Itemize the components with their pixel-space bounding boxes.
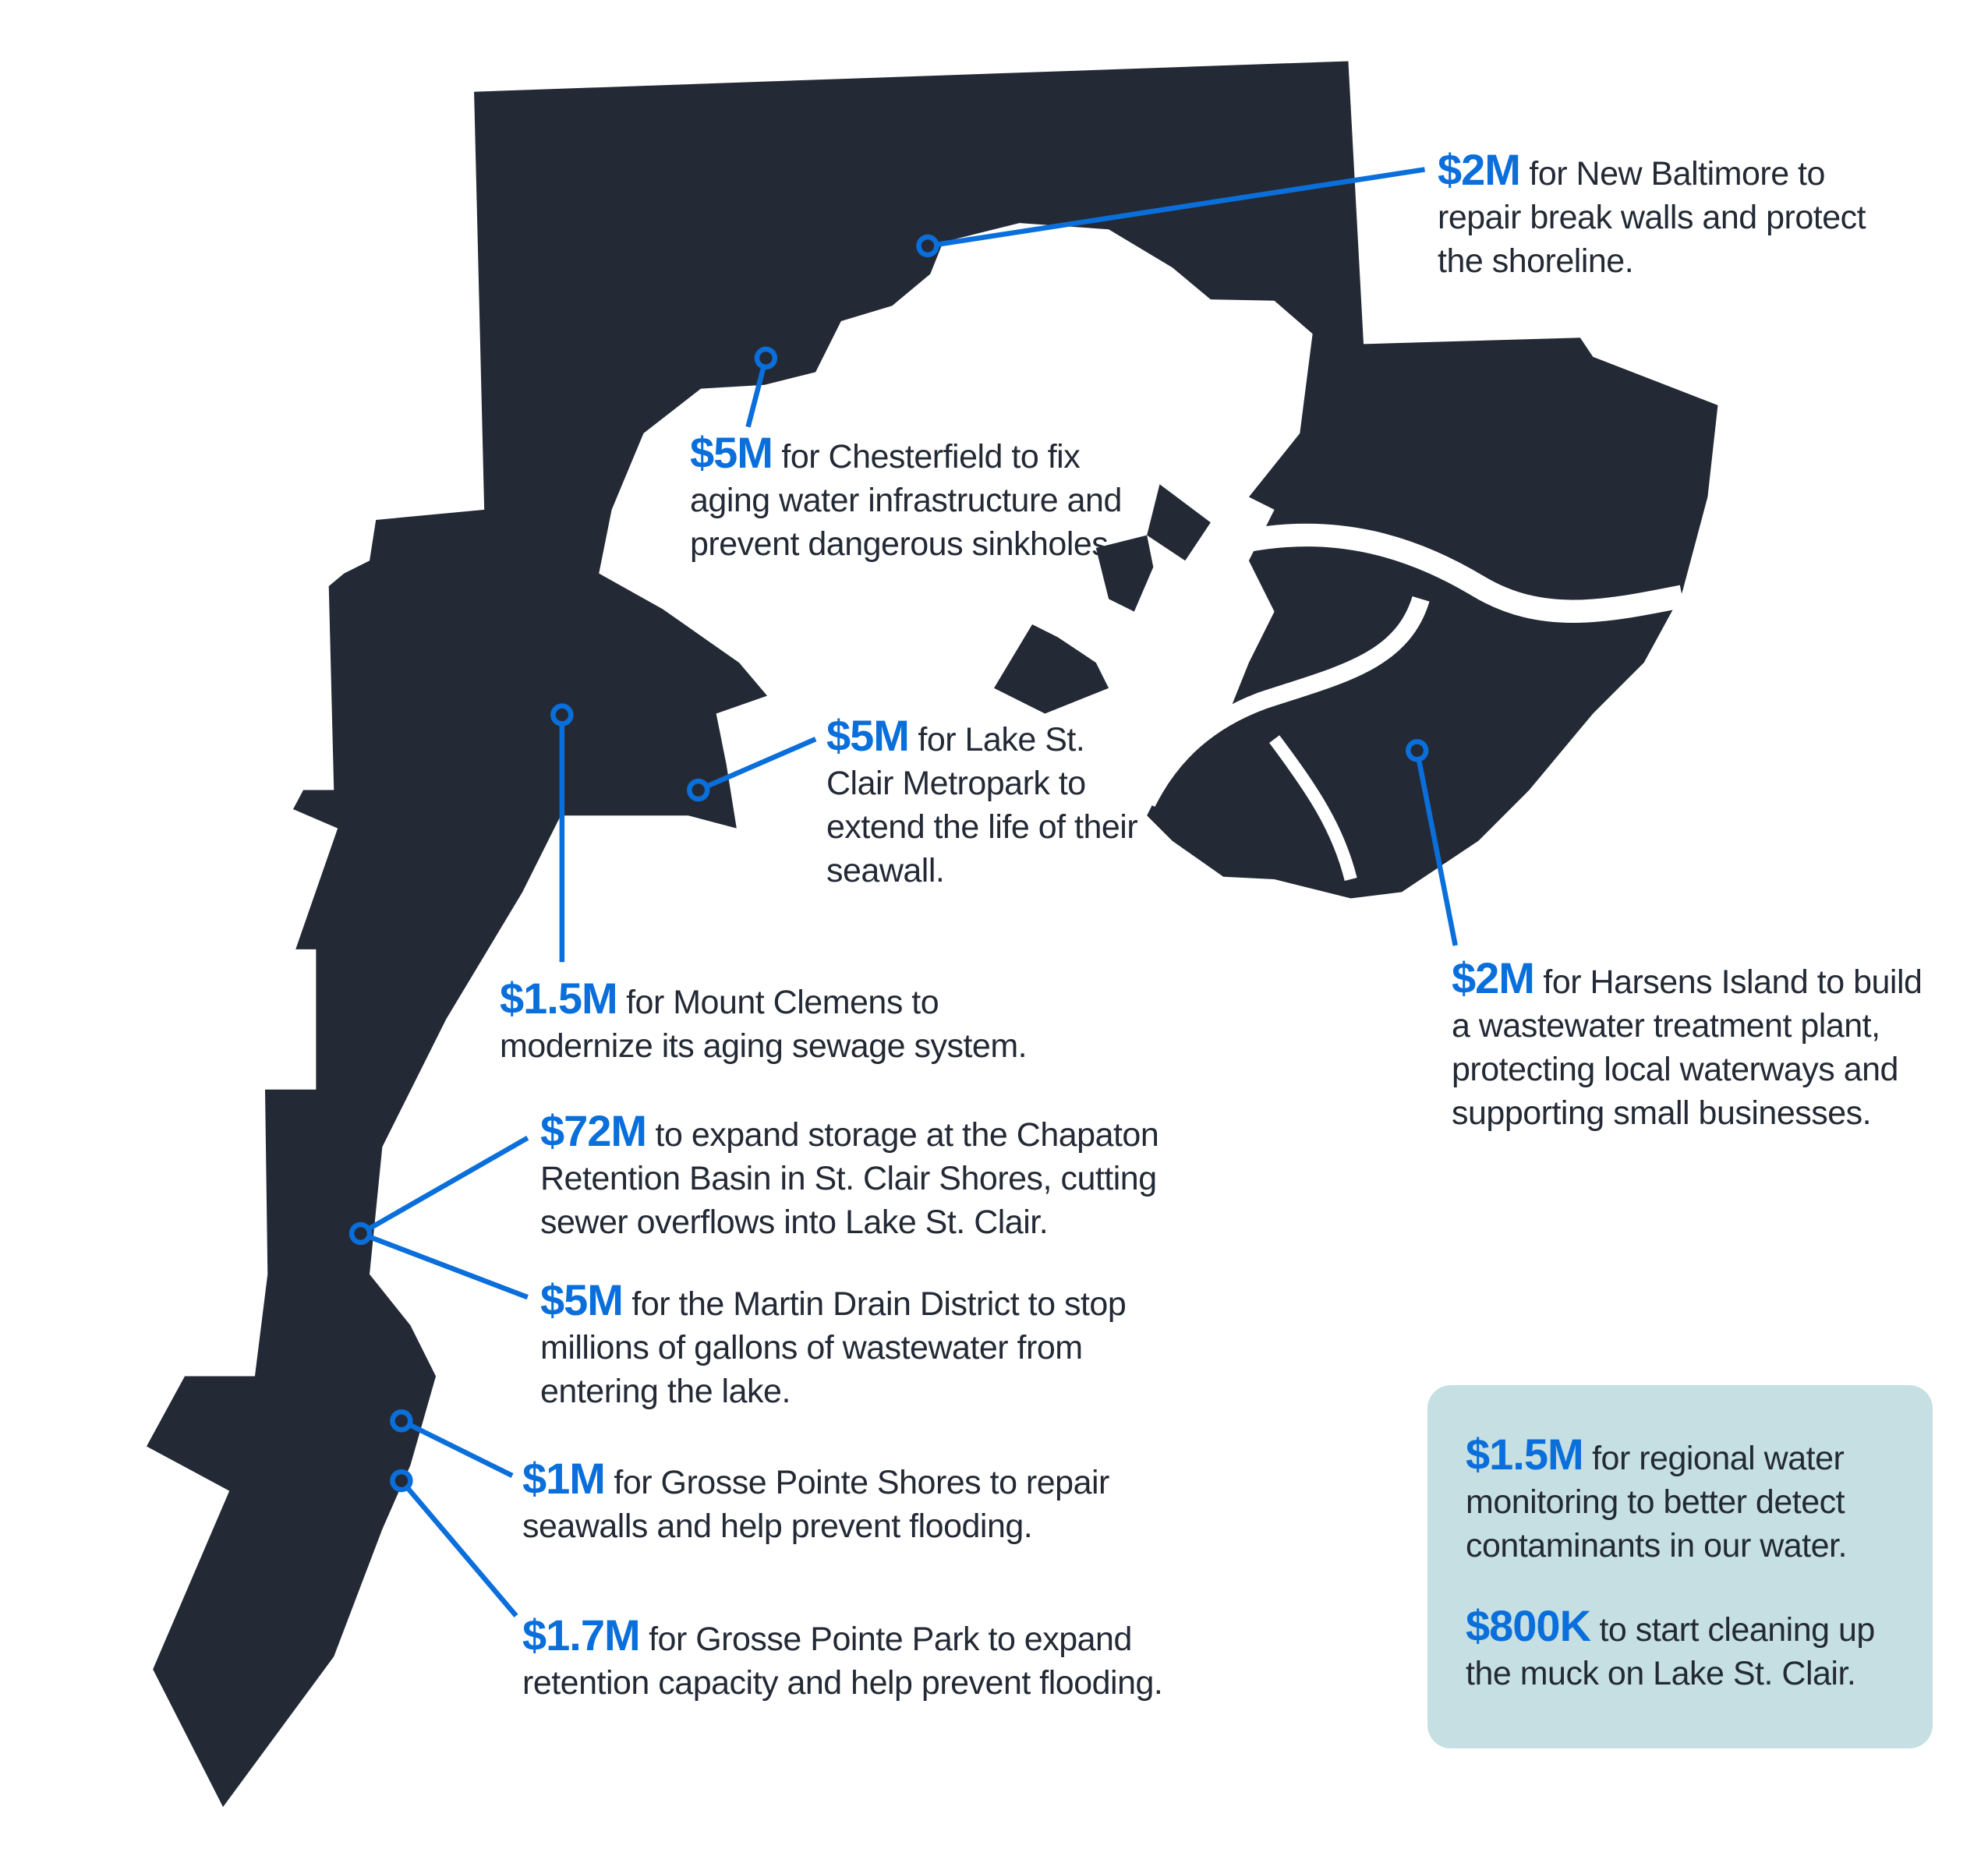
amount: $5M xyxy=(540,1275,624,1324)
county-land xyxy=(146,61,1718,1808)
callout-muck-cleanup: $800K to start cleaning up the muck on L… xyxy=(1466,1604,1926,1695)
amount: $800K xyxy=(1466,1601,1591,1650)
callout-box xyxy=(1427,1385,1933,1748)
annotation-harsens-island: $2M for Harsens Island to build a wastew… xyxy=(1452,956,1935,1135)
location-markers xyxy=(348,234,1429,1493)
marker-harsens-island xyxy=(1405,739,1429,762)
marker-new-baltimore xyxy=(916,234,939,258)
annotation-new-baltimore: $2M for New Baltimore to repair break wa… xyxy=(1438,148,1905,283)
annotation-gp-shores: $1M for Grosse Pointe Shores to repair s… xyxy=(522,1457,1193,1548)
amount: $2M xyxy=(1452,953,1535,1002)
river-channel xyxy=(1269,735,1357,881)
amount: $1M xyxy=(522,1454,606,1503)
amount: $2M xyxy=(1438,145,1521,194)
description: for Mount Clemens to modernize its aging… xyxy=(500,984,1028,1065)
marker-metropark xyxy=(687,778,710,802)
annotation-martin-drain: $5M for the Martin Drain District to sto… xyxy=(540,1278,1203,1413)
description: for Grosse Pointe Shores to repair seawa… xyxy=(522,1464,1109,1545)
marker-mount-clemens xyxy=(550,703,574,726)
callout-regional-monitoring: $1.5M for regional water monitoring to b… xyxy=(1466,1433,1918,1568)
annotation-chesterfield: $5M for Chesterfield to fix aging water … xyxy=(690,431,1150,566)
description: for Chesterfield to fix aging water infr… xyxy=(690,438,1122,563)
description: for Grosse Pointe Park to expand retenti… xyxy=(522,1621,1163,1702)
river-channel xyxy=(1240,523,1685,623)
island xyxy=(1147,484,1211,561)
leader-lines xyxy=(359,167,1458,1617)
description: for Harsens Island to build a wastewater… xyxy=(1452,963,1923,1132)
annotation-metropark: $5M for Lake St. Clair Metropark to exte… xyxy=(826,714,1138,893)
marker-chesterfield xyxy=(754,346,778,370)
amount: $1.5M xyxy=(500,974,618,1023)
marker-gp-park xyxy=(390,1469,413,1493)
description: for New Baltimore to repair break walls … xyxy=(1438,155,1866,280)
description: to expand storage at the Chapaton Retent… xyxy=(540,1116,1159,1241)
description: for Lake St. Clair Metropark to extend t… xyxy=(826,721,1138,889)
island xyxy=(1095,535,1154,612)
island xyxy=(994,624,1109,714)
annotation-mount-clemens: $1.5M for Mount Clemens to modernize its… xyxy=(500,977,1092,1068)
amount: $5M xyxy=(690,428,773,477)
marker-st-clair-shores xyxy=(348,1221,373,1246)
amount: $5M xyxy=(826,711,910,760)
description: for the Martin Drain District to stop mi… xyxy=(540,1285,1127,1410)
description: for regional water monitoring to better … xyxy=(1466,1440,1847,1564)
annotation-gp-park: $1.7M for Grosse Pointe Park to expand r… xyxy=(522,1614,1224,1705)
amount: $1.5M xyxy=(1466,1430,1584,1479)
amount: $1.7M xyxy=(522,1610,641,1660)
marker-gp-shores xyxy=(390,1409,413,1433)
description: to start cleaning up the muck on Lake St… xyxy=(1466,1611,1875,1692)
river-channel xyxy=(1138,596,1430,808)
amount: $72M xyxy=(540,1106,647,1155)
annotation-chapaton: $72M to expand storage at the Chapaton R… xyxy=(540,1109,1226,1244)
